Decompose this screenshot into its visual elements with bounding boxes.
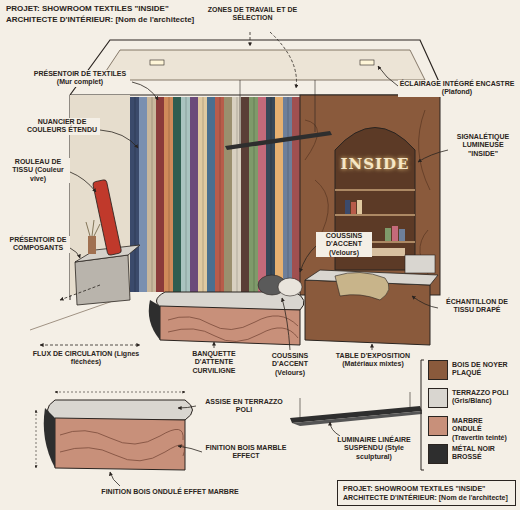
callout: ÉCLAIRAGE INTÉGRÉ ENCASTRE (Plafond) — [398, 80, 516, 97]
legend-text: MARBRE ONDULÉ (Travertin teinté) — [452, 417, 514, 442]
detail-callout: FINITION BOIS MARBLE EFFECT — [204, 444, 288, 461]
legend-swatch — [428, 360, 448, 380]
callout: COUSSINS D'ACCENT (Velours) — [316, 232, 372, 257]
callout: PRÉSENTOIR DE TEXTILES (Mur complet) — [30, 70, 130, 87]
architect-line: ARCHITECTE D'INTÉRIEUR: [Nom de l'archit… — [6, 15, 194, 25]
detail-callout: ASSISE EN TERRAZZO POLI — [198, 398, 290, 415]
callout: ÉCHANTILLON DE TISSU DRAPÉ — [438, 298, 516, 315]
title-block-text: ARCHITECTE D'INTÉRIEUR: [Nom de l'archit… — [343, 493, 510, 502]
detail-callout: FINITION BOIS ONDULÉ EFFET MARBRE — [100, 488, 240, 496]
sign-text: INSIDE — [335, 155, 415, 173]
callout: NUANCIER DE COULEURS ÉTENDU — [24, 118, 100, 135]
callout: COUSSINS D'ACCENT (Velours) — [258, 352, 322, 377]
callout: ROULEAU DE TISSU (Couleur vive) — [6, 158, 70, 183]
callout: SIGNALÉTIQUE LUMINEUSE "INSIDE" — [450, 133, 516, 158]
zone-callout: ZONES DE TRAVAIL ET DE SÉLECTION — [205, 6, 300, 23]
legend-swatch — [428, 444, 448, 464]
drawing-title: PROJET: SHOWROOM TEXTILES "INSIDE" — [6, 4, 169, 14]
legend-text: MÉTAL NOIR BROSSÉ — [452, 445, 514, 462]
legend-swatch — [428, 388, 448, 408]
detail-callout: LUMINAIRE LINÉAIRE SUSPENDU (Style sculp… — [330, 436, 418, 461]
legend-swatch — [428, 416, 448, 436]
callout: FLUX DE CIRCULATION (Lignes fléchées) — [26, 350, 146, 367]
callout: BANQUETTE D'ATTENTE CURVILIGNE — [172, 350, 256, 375]
curtain-swatches — [130, 97, 300, 292]
legend-text: BOIS DE NOYER PLAQUÉ — [452, 361, 514, 378]
legend-text: TERRAZZO POLI (Gris/Blanc) — [452, 389, 514, 406]
title-block: PROJET: SHOWROOM TEXTILES "INSIDE"ARCHIT… — [337, 480, 516, 506]
callout: TABLE D'EXPOSITION (Matériaux mixtes) — [326, 352, 420, 369]
title-block-text: PROJET: SHOWROOM TEXTILES "INSIDE" — [343, 484, 510, 493]
callout: PRÉSENTOIR DE COMPOSANTS — [6, 236, 70, 253]
